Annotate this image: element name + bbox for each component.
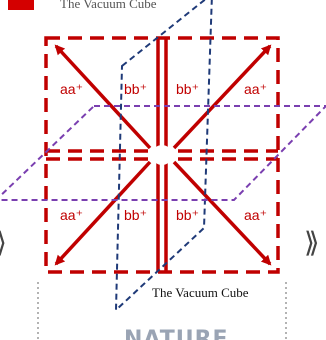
- horizontal-plane: [0, 105, 326, 201]
- red-badge: [8, 0, 34, 10]
- arrow-top-left: [54, 44, 152, 150]
- arrow-top-right: [172, 44, 272, 150]
- label-bb-top-mid-left: bb⁺: [124, 81, 147, 97]
- label-aa-top-right: aa⁺: [244, 81, 267, 97]
- right-chevron-icon: ⟫: [304, 226, 320, 259]
- diagram-caption: The Vacuum Cube: [152, 285, 249, 300]
- label-bb-bottom-mid-left: bb⁺: [124, 207, 147, 223]
- top-caption: The Vacuum Cube: [60, 0, 157, 11]
- label-aa-bottom-right: aa⁺: [244, 207, 267, 223]
- stamp-text: NATURE: [124, 327, 229, 340]
- arrow-bottom-left: [54, 160, 152, 266]
- label-aa-bottom-left: aa⁺: [60, 207, 83, 223]
- label-bb-top-mid-right: bb⁺: [176, 81, 199, 97]
- label-aa-top-left: aa⁺: [60, 81, 83, 97]
- left-chevron-icon: ⟩: [0, 226, 7, 259]
- vertical-plane: [114, 0, 213, 313]
- cube-outline: [44, 36, 280, 274]
- center-node: [152, 145, 172, 165]
- label-bb-bottom-mid-right: bb⁺: [176, 207, 199, 223]
- arrow-bottom-right: [172, 160, 272, 266]
